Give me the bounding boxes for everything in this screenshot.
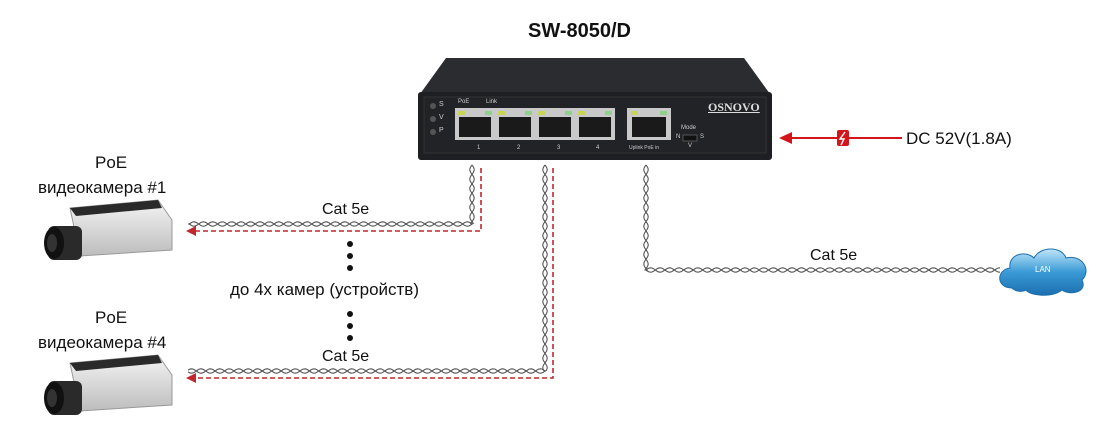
- camera-4-label-line2: видеокамера #4: [38, 333, 167, 352]
- port-1-label: 1: [477, 145, 481, 151]
- led-s-label: S: [439, 101, 444, 108]
- cable-label-camera-1: Cat 5e: [322, 201, 370, 218]
- cables: [187, 164, 1001, 374]
- mode-s-label: S: [700, 134, 705, 140]
- poe-line-camera-1: [192, 168, 482, 232]
- poe-port-2: [495, 108, 535, 140]
- power-arrow: [779, 130, 902, 146]
- lan-label: LAN: [1035, 265, 1051, 274]
- cable-label-uplink: Cat 5e: [810, 247, 858, 264]
- mode-label: Mode: [681, 125, 697, 131]
- camera-4-icon: [44, 354, 173, 415]
- lightning-icon: [837, 130, 849, 146]
- diagram-title: SW-8050/D: [528, 20, 631, 42]
- cable-label-camera-4: Cat 5e: [322, 348, 370, 365]
- led-v-label: V: [439, 114, 444, 121]
- link-led-label: Link: [486, 99, 498, 105]
- status-leds: [430, 103, 436, 135]
- poe-dashed-lines: [192, 168, 554, 379]
- camera-4-label-line1: PoE: [95, 308, 128, 327]
- mode-n-label: N: [676, 134, 681, 140]
- port-4-label: 4: [596, 145, 600, 151]
- cable-camera-1: [188, 164, 475, 227]
- led-p-label: P: [439, 127, 444, 134]
- mode-v-label: V: [688, 143, 693, 149]
- switch: [418, 58, 772, 160]
- cable-camera-4: [187, 164, 548, 374]
- poe-port-4: [575, 108, 615, 140]
- camera-1-label-line2: видеокамера #1: [38, 178, 167, 197]
- brand-logo: OSNOVO: [708, 100, 760, 114]
- cameras-count-note: до 4х камер (устройств): [230, 280, 420, 299]
- port-3-label: 3: [557, 145, 561, 151]
- camera-1-label-line1: PoE: [95, 153, 128, 172]
- poe-port-1: [455, 108, 495, 140]
- power-label: DC 52V(1.8A): [906, 129, 1012, 148]
- arrowhead-camera-4: [186, 373, 196, 383]
- cable-uplink: [643, 164, 1001, 273]
- poe-led-label: PoE: [458, 99, 470, 105]
- lan-cloud-icon: [999, 248, 1087, 296]
- camera-1-icon: [44, 199, 173, 260]
- poe-port-3: [535, 108, 575, 140]
- port-2-label: 2: [517, 145, 521, 151]
- uplink-port-label: Uplink PoE in: [629, 145, 660, 151]
- poe-line-camera-4: [192, 168, 554, 379]
- arrowhead-camera-1: [186, 226, 196, 236]
- ellipsis-dots: [347, 241, 353, 341]
- mode-switch: [682, 134, 698, 142]
